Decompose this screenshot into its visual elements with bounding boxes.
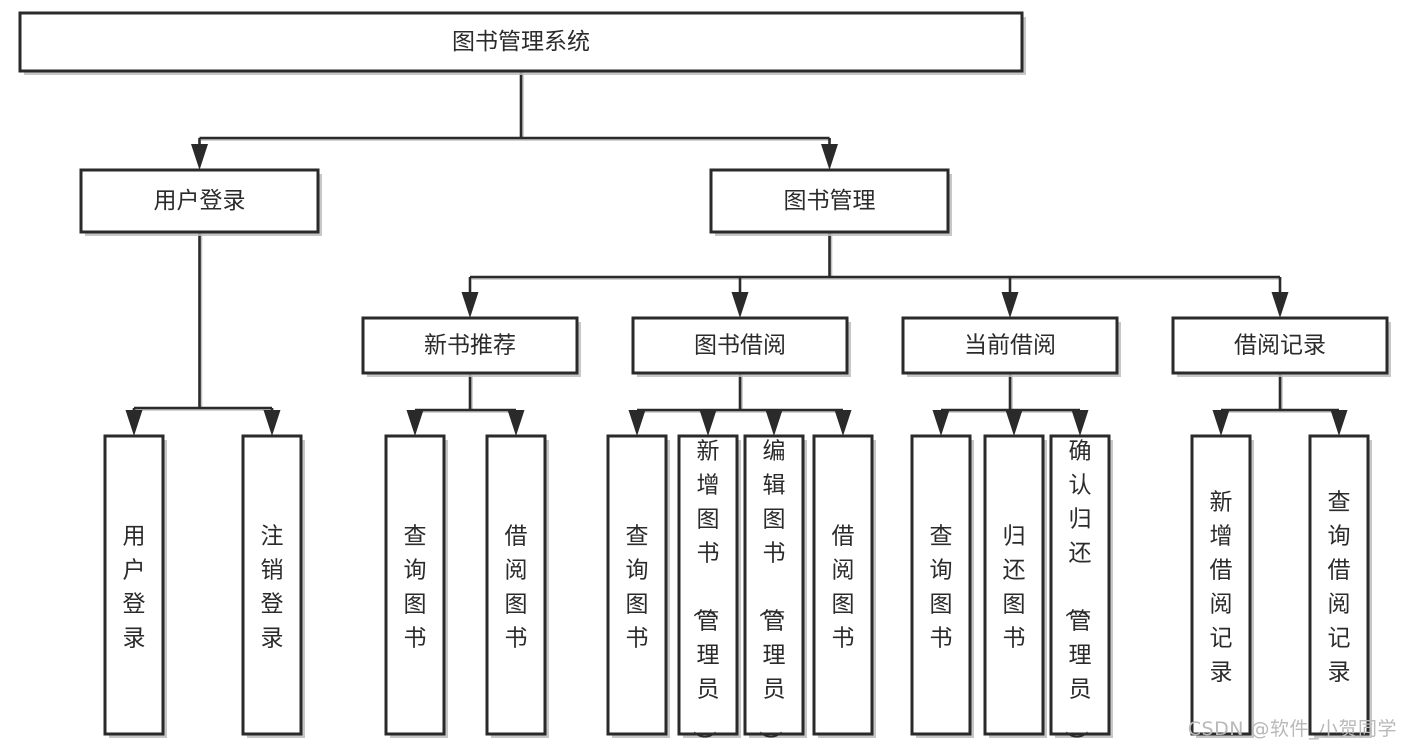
node-box-leaf_add_log[interactable] (1190, 434, 1252, 736)
node-label-leaf_query_book_2: 查询图书 (626, 524, 649, 652)
node-box-leaf_logout[interactable] (241, 434, 303, 736)
node-box-root[interactable] (18, 11, 1024, 73)
node-box-leaf_query_book_1[interactable] (384, 434, 446, 736)
node-label-leaf_borrow_book_1: 借阅图书 (505, 524, 528, 652)
node-box-leaf_return_book[interactable] (983, 434, 1045, 736)
node-label-leaf_borrow_book_2: 借阅图书 (832, 524, 855, 652)
node-label-new_book_rec: 新书推荐 (424, 333, 516, 359)
node-label-leaf_query_book_3: 查询图书 (930, 524, 953, 652)
node-label-cur_borrow: 当前借阅 (964, 333, 1056, 359)
csdn-watermark: CSDN @软件_小贺同学 (1187, 718, 1397, 740)
node-label-leaf_query_book_1: 查询图书 (404, 524, 427, 652)
node-label-leaf_user_login: 用户登录 (123, 524, 146, 652)
node-label-user_login: 用户登录 (154, 188, 246, 214)
node-box-borrow_log[interactable] (1171, 316, 1389, 375)
node-box-cur_borrow[interactable] (901, 316, 1119, 375)
node-label-book_mgmt: 图书管理 (784, 188, 876, 214)
node-box-book_mgmt[interactable] (709, 168, 950, 234)
node-label-leaf_confirm_ret: 确认归还（管理员） (1063, 439, 1092, 747)
node-label-leaf_add_book: 新增图书（管理员） (691, 439, 720, 747)
node-label-leaf_edit_book: 编辑图书（管理员） (757, 439, 786, 747)
node-box-leaf_query_book_2[interactable] (606, 434, 668, 736)
node-label-leaf_return_book: 归还图书 (1003, 524, 1026, 652)
node-box-user_login[interactable] (79, 168, 320, 234)
node-box-new_book_rec[interactable] (361, 316, 579, 375)
node-box-leaf_confirm_ret[interactable] (1049, 434, 1111, 736)
node-label-leaf_logout: 注销登录 (261, 524, 284, 652)
node-box-leaf_add_book[interactable] (677, 434, 739, 736)
node-box-leaf_query_log[interactable] (1308, 434, 1370, 736)
boxes-layer (18, 11, 1391, 738)
node-box-book_borrow[interactable] (631, 316, 849, 375)
node-box-leaf_query_book_3[interactable] (910, 434, 972, 736)
node-box-leaf_edit_book[interactable] (743, 434, 805, 736)
node-box-leaf_borrow_book_1[interactable] (485, 434, 547, 736)
node-label-borrow_log: 借阅记录 (1234, 333, 1326, 359)
node-label-leaf_query_log: 查询借阅记录 (1328, 490, 1351, 686)
node-box-leaf_user_login[interactable] (103, 434, 165, 736)
node-box-leaf_borrow_book_2[interactable] (812, 434, 874, 736)
node-label-root: 图书管理系统 (452, 29, 590, 55)
node-label-leaf_add_log: 新增借阅记录 (1210, 490, 1233, 686)
node-label-book_borrow: 图书借阅 (694, 333, 786, 359)
labels-layer: 图书管理系统用户登录图书管理新书推荐图书借阅当前借阅借阅记录用户登录注销登录查询… (123, 29, 1351, 747)
connectors-layer (125, 71, 1348, 436)
